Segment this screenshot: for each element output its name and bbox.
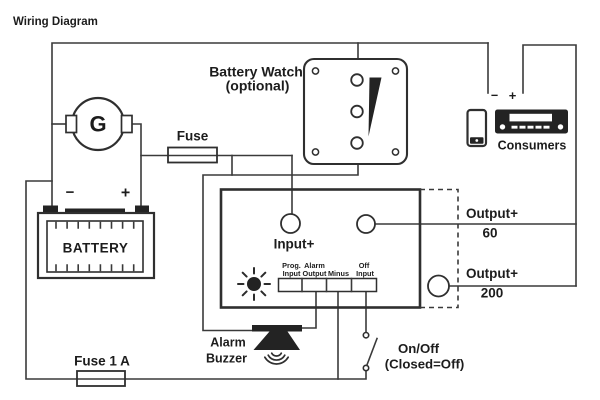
switch-contact-upper (362, 331, 370, 339)
battery-watch-lamp-2 (350, 104, 364, 119)
switch-label-2: (Closed=Off) (385, 356, 465, 371)
controller-box: Input+ Prog. Input Alarm Output Minus Of… (219, 188, 459, 309)
battery-watch-lamp-1 (350, 73, 364, 87)
battery-terminal-left (43, 205, 58, 214)
battery-minus-sign: − (66, 184, 75, 201)
battery-watch: Battery Watch (optional) (209, 57, 409, 166)
output-labels: Output+ 60 Output+ 200 (466, 206, 518, 301)
battery-watch-screw-tr (391, 67, 400, 75)
battery-body (36, 211, 156, 280)
output-200-value: 200 (481, 286, 504, 301)
output-200-label: Output+ (466, 266, 518, 281)
consumers-minus-sign: − (491, 89, 498, 103)
terminal-minus-label: Minus (328, 269, 349, 278)
terminal-prog-label-2: Input (283, 269, 301, 278)
buzzer-horn (253, 331, 300, 350)
output-60-terminal-circle (356, 214, 376, 234)
wire-generator-battery-plus (130, 123, 142, 207)
battery-top-bar (65, 208, 125, 214)
buzzer-wave-2 (267, 354, 286, 361)
battery-watch-screw-bl (311, 148, 320, 156)
input-plus-terminal-circle (280, 213, 301, 234)
alarm-buzzer: Alarm Buzzer (206, 325, 302, 366)
terminal-off-label-2: Input (356, 269, 374, 278)
radio-knob-left (499, 124, 506, 130)
led-dot (247, 277, 261, 291)
wire-minus-top-rail (51, 42, 489, 207)
battery-watch-screw-tl (311, 67, 320, 75)
wire-consumers-plus-rail (522, 44, 577, 287)
terminal-strip (277, 277, 378, 293)
phone-home-dot (475, 139, 479, 142)
buzzer-wave-3 (263, 356, 290, 365)
consumers: − + Consumers (466, 88, 568, 153)
battery-watch-module (302, 57, 409, 166)
radio-slot (509, 113, 552, 122)
battery-terminal-right (135, 205, 149, 214)
buzzer-wave-1 (270, 352, 283, 357)
led-rays (237, 267, 271, 301)
terminal-off-label-1: Off (359, 261, 370, 270)
switch-contact-lower (362, 364, 370, 372)
radio-body (495, 109, 568, 134)
radio-knob-right (557, 124, 564, 130)
controller-outline (219, 188, 422, 309)
consumers-plus-sign: + (509, 88, 517, 103)
battery-watch-label-1: Battery Watch (209, 64, 303, 80)
fuse-main-label: Fuse (177, 129, 209, 144)
wire-alarm-output (301, 289, 317, 329)
phone-icon (466, 108, 488, 148)
led-icon (237, 267, 271, 301)
battery-watch-screw-br (391, 148, 400, 156)
generator-brush-left (65, 114, 78, 134)
output-200-terminal-circle (427, 274, 450, 298)
generator-brush-right (120, 114, 133, 134)
battery-watch-needle (368, 77, 382, 137)
buzzer-label-2: Buzzer (206, 352, 247, 366)
battery-inner-frame (46, 220, 144, 273)
switch-blade (365, 337, 379, 367)
terminal-alarm-label-1: Alarm (304, 261, 325, 270)
battery-watch-label-2: (optional) (226, 78, 290, 94)
controller-dashed-extension (420, 188, 459, 309)
generator: G (65, 96, 133, 152)
output-60-value: 60 (482, 226, 497, 241)
terminal-alarm-label-2: Output (303, 269, 327, 278)
input-plus-label: Input+ (274, 237, 315, 252)
battery-plus-sign: + (121, 185, 130, 202)
terminal-dividers (301, 277, 353, 293)
battery-label: BATTERY (63, 241, 129, 256)
fuse-main-symbol (167, 146, 218, 164)
battery: − + BATTERY (36, 184, 156, 280)
battery-cell-ticks (55, 221, 135, 272)
wires (25, 42, 577, 380)
wire-bottom-minus-rail (25, 180, 367, 380)
generator-label: G (89, 112, 106, 137)
buzzer-label-1: Alarm (210, 336, 245, 350)
wire-batterywatch-buzzer-feed (202, 163, 359, 332)
page-title: Wiring Diagram (13, 16, 98, 28)
onoff-switch: On/Off (Closed=Off) (362, 331, 465, 372)
consumers-label: Consumers (498, 139, 567, 153)
terminal-prog-label-1: Prog. (282, 261, 301, 270)
phone-body (466, 108, 488, 148)
fuse-main: Fuse (167, 129, 218, 164)
buzzer-bar (252, 325, 302, 332)
fuse-bottom-label: Fuse 1 A (74, 354, 130, 369)
switch-label-1: On/Off (398, 341, 440, 356)
fuse-bottom: Fuse 1 A (74, 354, 130, 387)
radio-icon (495, 109, 568, 134)
output-60-label: Output+ (466, 206, 518, 221)
fuse-bottom-symbol (76, 370, 126, 387)
battery-watch-lamp-3 (350, 136, 364, 150)
